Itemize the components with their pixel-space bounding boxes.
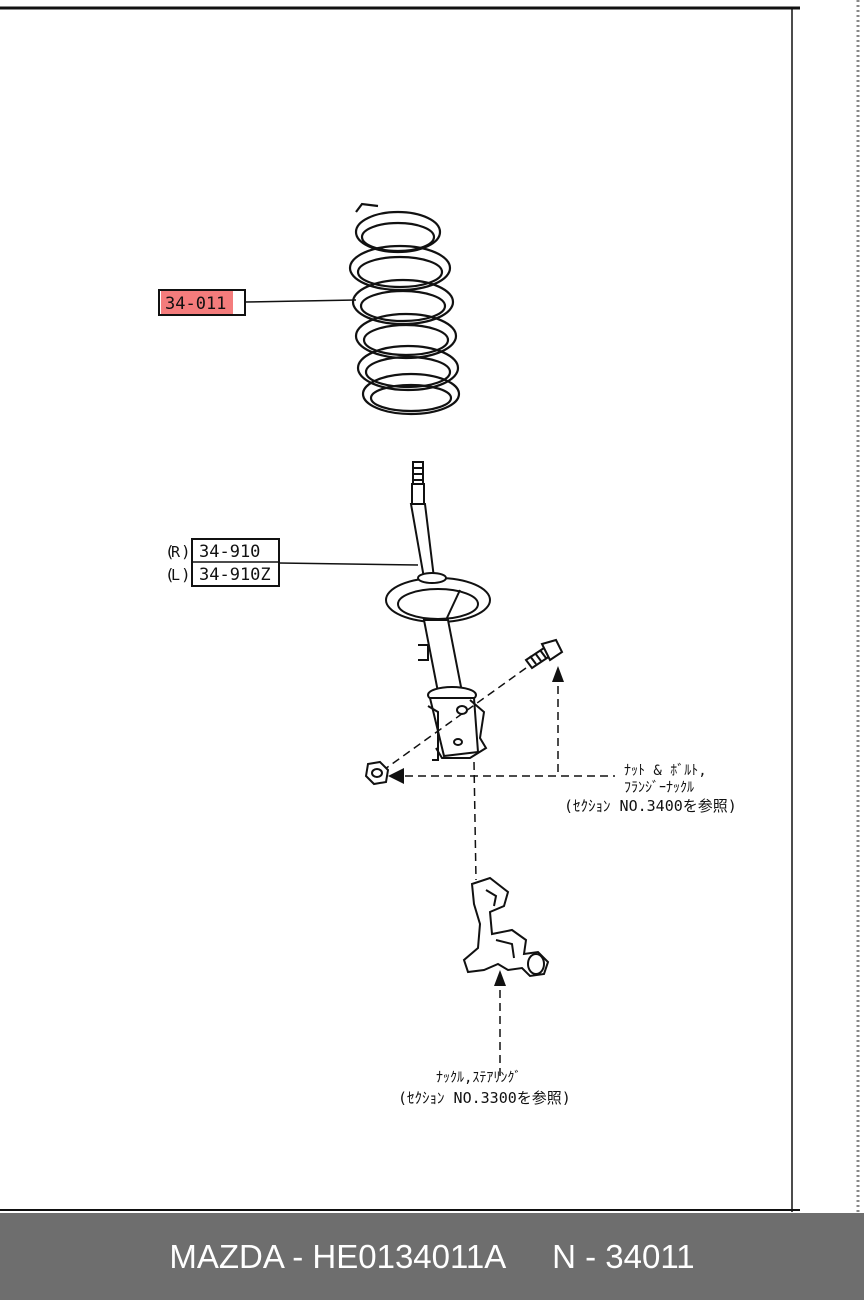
footer-bar: MAZDA - HE0134011A N - 34011 — [0, 1213, 864, 1300]
spring-leader-line — [244, 299, 357, 303]
strut-callout-label-r: 34-910 — [199, 542, 260, 562]
knuckle-note[interactable]: ﾅｯｸﾙ,ｽﾃｱﾘﾝｸﾞ (ｾｸｼｮﾝ NO.3300を参照) — [398, 1070, 571, 1107]
knuckle-arrowhead — [494, 970, 506, 986]
knuckle-note-ref: (ｾｸｼｮﾝ NO.3300を参照) — [398, 1089, 571, 1107]
nut-bolt-leader — [392, 686, 615, 777]
strut-side-paren-right: ) — [181, 542, 191, 561]
spring-callout-highlight — [161, 291, 233, 315]
footer-page-ref: N - 34011 — [552, 1237, 695, 1275]
strut-side-paren-left: ( — [165, 542, 175, 561]
strut-callout-label-l: 34-910Z — [199, 565, 271, 585]
bolt-axis-dashed — [377, 667, 527, 775]
strut-side-r: R — [171, 543, 181, 561]
footer-brand-part: MAZDA - HE0134011A — [169, 1237, 507, 1275]
strut-callout[interactable]: ( R ) ( L ) 34-910 34-910Z — [165, 538, 280, 587]
flange-nut — [364, 760, 390, 786]
footer-spacer — [506, 1238, 552, 1276]
bolt-arrowhead — [552, 666, 564, 682]
nut-bolt-note-line2: ﾌﾗﾝｼﾞｰﾅｯｸﾙ — [624, 780, 694, 796]
flange-bolt — [524, 638, 564, 670]
parts-diagram: 34-011 ( R ) ( L ) 34-910 34-910Z — [0, 0, 860, 1212]
nut-bolt-note-line1: ﾅｯﾄ & ﾎﾞﾙﾄ, — [624, 763, 707, 779]
strut-side-paren-right-2: ) — [181, 565, 191, 584]
nut-bolt-note[interactable]: ﾅｯﾄ & ﾎﾞﾙﾄ, ﾌﾗﾝｼﾞｰﾅｯｸﾙ (ｾｸｼｮﾝ NO.3400を参照… — [564, 763, 737, 815]
strut-side-paren-left-2: ( — [165, 565, 175, 584]
spring-callout-label[interactable]: 34-011 — [165, 294, 226, 314]
spring-callout-box — [158, 289, 246, 316]
knuckle-note-line1: ﾅｯｸﾙ,ｽﾃｱﾘﾝｸﾞ — [436, 1070, 521, 1086]
steering-knuckle — [462, 876, 550, 978]
coil-spring — [348, 202, 461, 416]
strut-leader-line — [278, 562, 419, 566]
nut-bolt-note-ref: (ｾｸｼｮﾝ NO.3400を参照) — [564, 797, 737, 815]
strut-assembly — [385, 461, 491, 761]
knuckle-axis-dashed — [473, 761, 477, 881]
strut-side-l: L — [171, 566, 180, 584]
nut-arrowhead — [388, 768, 404, 784]
